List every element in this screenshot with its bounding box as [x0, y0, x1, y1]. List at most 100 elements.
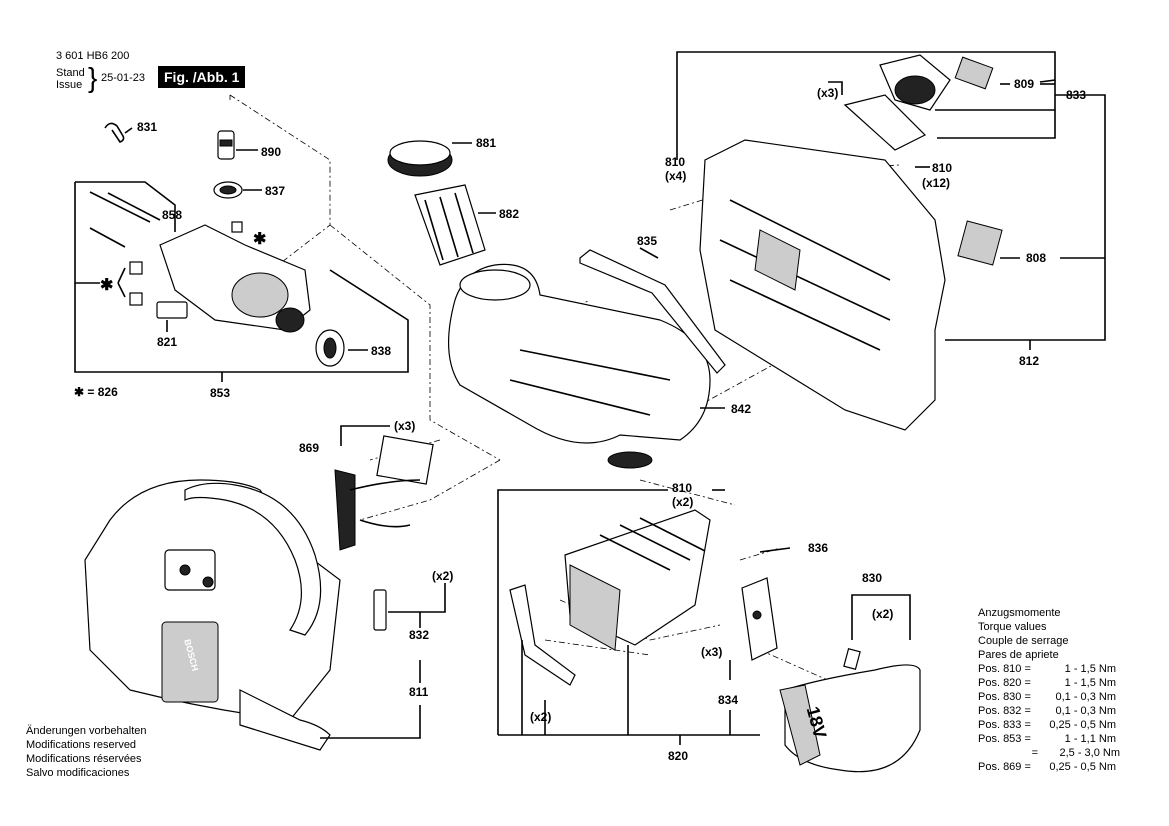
part-837-ring — [213, 181, 262, 199]
qty-869: (x3) — [394, 419, 416, 433]
torque-row: Pos. 832 =0,1 - 0,3 Nm — [978, 704, 1120, 718]
qty-810-a: (x4) — [665, 169, 687, 183]
part-label-831: 831 — [137, 120, 158, 134]
torque-title-fr: Couple de serrage — [978, 635, 1069, 647]
part-label-808: 808 — [1026, 251, 1047, 265]
part-label-835: 835 — [637, 234, 658, 248]
part-label-810-c: 810 — [672, 481, 693, 495]
issue-label: Issue — [56, 79, 83, 91]
torque-value: 1 - 1,5 Nm — [1064, 677, 1116, 689]
part-838-cap — [315, 329, 345, 367]
torque-pos: = — [1031, 747, 1038, 759]
part-832-clip — [373, 583, 446, 631]
part-label-882: 882 — [499, 207, 520, 221]
torque-value: 0,1 - 0,3 Nm — [1055, 691, 1116, 703]
issue-date: 25-01-23 — [101, 72, 146, 84]
footer-note-fr: Modifications réservées — [26, 753, 142, 765]
torque-value: 0,25 - 0,5 Nm — [1049, 761, 1116, 773]
torque-row: Pos. 830 = 0,1 - 0,3 Nm — [978, 690, 1120, 704]
part-label-842: 842 — [731, 402, 752, 416]
pump-motor-assembly — [129, 221, 311, 333]
qty-820: (x2) — [530, 710, 552, 724]
star-b-icon: ✱ — [100, 277, 114, 294]
footer-notes: Änderungen vorbehalten Modifications res… — [26, 724, 146, 780]
part-label-834: 834 — [718, 693, 739, 707]
qty-833: (x3) — [817, 86, 839, 100]
part-label-812: 812 — [1019, 354, 1040, 368]
group-853-bracket — [74, 181, 409, 382]
qty-810-b: (x12) — [922, 176, 951, 190]
group-820-bracket — [497, 489, 760, 745]
qty-830: (x2) — [872, 607, 894, 621]
footer-note-en: Modifications reserved — [26, 739, 137, 751]
part-label-830: 830 — [862, 571, 883, 585]
part-890-valve — [217, 130, 258, 160]
part-label-811: 811 — [409, 685, 429, 699]
part-881-cap — [387, 140, 472, 177]
torque-pos: Pos. 853 = — [978, 733, 1031, 745]
part-label-858: 858 — [162, 208, 183, 222]
doc-number: 3 601 HB6 200 — [56, 50, 130, 62]
torque-pos: Pos. 833 = — [978, 719, 1031, 731]
legend-826: ✱ = 826 — [74, 385, 118, 399]
star-a-icon: ✱ — [253, 231, 267, 248]
part-label-853: 853 — [210, 386, 231, 400]
part-label-881: 881 — [476, 136, 497, 150]
star-markers — [117, 267, 126, 298]
part-820-battery-bay — [564, 509, 711, 651]
part-label-832: 832 — [409, 628, 430, 642]
part-label-820: 820 — [668, 749, 689, 763]
torque-row: Pos. 833 = 0,25 - 0,5 Nm — [978, 718, 1120, 732]
figure-label: Fig. /Abb. 1 — [158, 66, 246, 88]
torque-pos: Pos. 820 = — [978, 677, 1031, 689]
torque-row: Pos. 869 = 0,25 - 0,5 Nm — [978, 760, 1120, 774]
part-831-wire-clip — [104, 122, 133, 143]
part-label-809: 809 — [1014, 77, 1035, 91]
torque-value: 1 - 1,1 Nm — [1064, 733, 1116, 745]
part-label-869: 869 — [299, 441, 320, 455]
torque-pos: Pos. 810 = — [978, 663, 1031, 675]
qty-832: (x2) — [432, 569, 454, 583]
part-808-label — [957, 220, 1003, 266]
part-882-filter — [414, 184, 496, 266]
part-835-handle-bar — [579, 247, 726, 374]
part-830-battery-cover — [779, 594, 921, 773]
torque-row: Pos. 820 = 1 - 1,5 Nm — [978, 676, 1120, 690]
torque-row: Pos. 810 = 1 - 1,5 Nm — [978, 662, 1120, 676]
torque-row: = 2,5 - 3,0 Nm — [978, 746, 1120, 760]
torque-value: 0,25 - 0,5 Nm — [1049, 719, 1116, 731]
stand-label: Stand — [56, 67, 85, 79]
part-820-rail — [509, 584, 576, 686]
part-834-terminal — [741, 547, 791, 661]
part-842-housing — [448, 263, 725, 469]
torque-table: Anzugsmomente Torque values Couple de se… — [978, 606, 1120, 774]
torque-value: 2,5 - 3,0 Nm — [1059, 747, 1120, 759]
part-label-810-a: 810 — [665, 155, 686, 169]
torque-pos: Pos. 869 = — [978, 761, 1031, 773]
torque-value: 0,1 - 0,3 Nm — [1055, 705, 1116, 717]
part-833-vent-cover — [843, 54, 994, 151]
part-869-electronics — [334, 425, 434, 551]
screws-853 — [89, 191, 161, 248]
brace-icon: } — [88, 62, 98, 93]
footer-note-de: Änderungen vorbehalten — [26, 725, 147, 737]
torque-title-en: Torque values — [978, 621, 1047, 633]
part-label-837: 837 — [265, 184, 286, 198]
part-811-compressor-body — [84, 479, 341, 751]
torque-title-de: Anzugsmomente — [978, 607, 1061, 619]
torque-title-es: Pares de apriete — [978, 649, 1059, 661]
qty-810-c: (x2) — [672, 495, 694, 509]
group-812-bracket — [676, 51, 1106, 350]
part-label-833: 833 — [1066, 88, 1087, 102]
torque-pos: Pos. 830 = — [978, 691, 1031, 703]
part-label-836: 836 — [808, 541, 829, 555]
part-812-main-housing — [699, 139, 946, 431]
part-821-connector — [156, 301, 188, 332]
part-label-821: 821 — [157, 335, 178, 349]
qty-834: (x3) — [701, 645, 723, 659]
part-label-890: 890 — [261, 145, 282, 159]
part-label-810-b: 810 — [932, 161, 953, 175]
group-811-bracket — [320, 660, 421, 739]
torque-value: 1 - 1,5 Nm — [1064, 663, 1116, 675]
